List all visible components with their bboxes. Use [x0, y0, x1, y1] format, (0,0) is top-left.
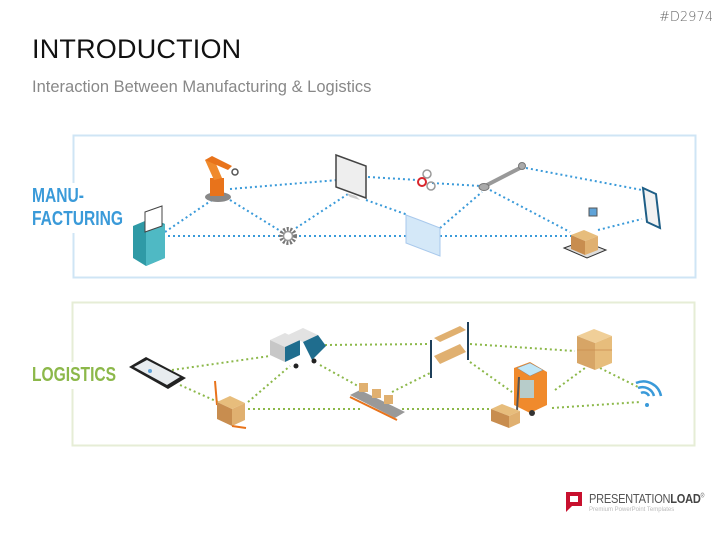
connection [367, 176, 419, 181]
wireless-signal-icon [635, 380, 663, 407]
connection [597, 218, 643, 231]
page-subtitle: Interaction Between Manufacturing & Logi… [32, 78, 372, 96]
connection [179, 384, 219, 403]
logistics-connections [171, 343, 641, 410]
wrench-icon [478, 162, 526, 191]
connection [554, 367, 586, 391]
computer-terminal-icon [133, 205, 165, 266]
connection [469, 343, 576, 352]
logo-brand-regular: PRESENTATION [589, 491, 671, 506]
box-stack-icon [577, 329, 612, 370]
page-title: INTRODUCTION [32, 34, 242, 64]
logo-tagline: Premium PowerPoint Templates [589, 507, 675, 513]
connection [551, 401, 641, 409]
gear-icon [279, 227, 297, 245]
manufacturing-label: MANU- FACTURING [32, 183, 124, 233]
connection [599, 367, 641, 389]
logo-brand-bold: LOAD [670, 491, 701, 506]
manufacturing-label-line2: FACTURING [32, 208, 124, 230]
gears-icon [417, 169, 436, 191]
monitor-icon [335, 153, 367, 200]
forklift-icon [514, 362, 547, 416]
pallet-jack-icon [214, 380, 247, 429]
cardboard-box-icon [491, 404, 520, 428]
connection [247, 365, 291, 403]
folder-icon [405, 214, 441, 257]
connection [324, 343, 431, 346]
connection [295, 193, 349, 229]
scale-with-box-icon [562, 207, 608, 259]
conveyor-belt-icon [349, 383, 405, 421]
manufacturing-label-line1: MANU- [32, 185, 84, 207]
logistics-label: LOGISTICS [32, 362, 117, 389]
connection [365, 199, 409, 216]
logo-mark-icon [566, 492, 582, 512]
connection [171, 355, 271, 371]
manufacturing-connections [164, 167, 643, 237]
presentationload-logo: PRESENTATIONLOAD® Premium PowerPoint Tem… [565, 491, 724, 513]
slide-code: #D2974 [659, 10, 713, 25]
connection [489, 189, 571, 233]
logo-registered: ® [700, 493, 705, 500]
connection [229, 179, 339, 190]
connection [439, 191, 483, 229]
connection [229, 199, 283, 233]
trucks-icon [270, 328, 326, 369]
connection [391, 371, 433, 393]
connection [525, 167, 643, 191]
map-tablet-icon [129, 357, 186, 389]
robot-arm-icon [205, 156, 239, 202]
tablet-icon [641, 186, 662, 230]
manufacturing-frame [72, 134, 697, 279]
connection [469, 361, 513, 393]
connection [164, 197, 216, 233]
connection [319, 364, 359, 387]
connection [431, 182, 481, 187]
warehouse-shelf-icon [430, 322, 469, 378]
